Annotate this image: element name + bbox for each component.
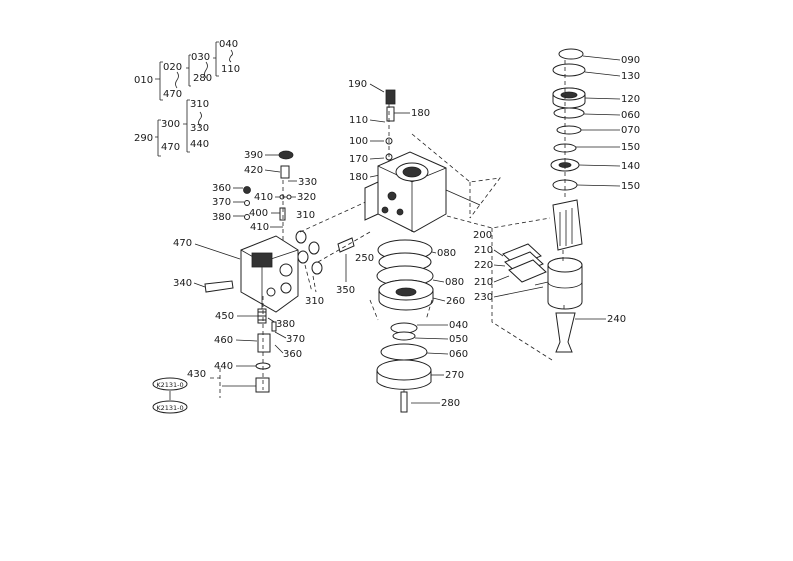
- part-label-280: 280: [193, 73, 212, 84]
- part-label-320: 320: [297, 192, 316, 203]
- part-label-040: 040: [449, 320, 468, 331]
- right-column-parts: 090 130 120 060 070 150 140 150 240: [547, 48, 640, 353]
- part-label-440: 440: [190, 139, 209, 150]
- part-label-360: 360: [212, 183, 231, 194]
- plug-190: [385, 89, 396, 105]
- part-label-070: 070: [621, 125, 640, 136]
- part-label-090: 090: [621, 55, 640, 66]
- part-label-440: 440: [214, 361, 233, 372]
- part-label-340: 340: [173, 278, 192, 289]
- part-label-180: 180: [349, 172, 368, 183]
- bolt-340: [204, 280, 234, 293]
- part-label-150: 150: [621, 142, 640, 153]
- part-label-110: 110: [221, 64, 240, 75]
- part-label-380: 380: [276, 319, 295, 330]
- part-label-150: 150: [621, 181, 640, 192]
- spool-shaft: [552, 199, 583, 251]
- part-label-360: 360: [283, 349, 302, 360]
- part-label-240: 240: [607, 314, 626, 325]
- part-label-250: 250: [355, 253, 374, 264]
- part-label-330: 330: [298, 177, 317, 188]
- part-label-350: 350: [336, 285, 355, 296]
- part-label-080: 080: [445, 277, 464, 288]
- part-label-170: 170: [349, 154, 368, 165]
- ref-stamp-1: [152, 377, 188, 391]
- part-label-420: 420: [244, 165, 263, 176]
- bolt-280: [400, 391, 408, 413]
- part-label-470: 470: [163, 89, 182, 100]
- relief-valve-parts: 390 420 330 360 370 380 410 320 400 310 …: [212, 150, 317, 245]
- part-label-330: 330: [190, 123, 209, 134]
- part-label-040: 040: [219, 39, 238, 50]
- part-label-410: 410: [254, 192, 273, 203]
- part-label-120: 120: [621, 94, 640, 105]
- part-label-460: 460: [214, 335, 233, 346]
- part-label-380: 380: [212, 212, 231, 223]
- part-label-310: 310: [296, 210, 315, 221]
- part-label-400: 400: [249, 208, 268, 219]
- center-assembly: 190 180 110 100 170 180 200 080 250: [348, 79, 501, 413]
- part-label-280: 280: [441, 398, 460, 409]
- plate-060: [380, 343, 428, 361]
- lower-valve-parts: 450 380 370 360 460 440 430 K2131-0 K213…: [152, 296, 305, 414]
- part-label-190: 190: [348, 79, 367, 90]
- drive-shaft-240: [555, 312, 576, 353]
- seal-090: [558, 48, 584, 60]
- part-label-310: 310: [305, 296, 324, 307]
- part-label-410: 410: [250, 222, 269, 233]
- part-label-290: 290: [134, 133, 153, 144]
- assembly-tree: 010 020 030 040 110 280 470 290 300 310 …: [134, 39, 240, 157]
- part-label-370: 370: [212, 197, 231, 208]
- part-label-110: 110: [349, 115, 368, 126]
- part-label-200: 200: [473, 230, 492, 241]
- part-label-260: 260: [446, 296, 465, 307]
- valve-housing: 470 340 310 350: [173, 199, 371, 313]
- part-label-230: 230: [474, 292, 493, 303]
- part-label-270: 270: [445, 370, 464, 381]
- ring-060: [553, 107, 585, 119]
- part-label-450: 450: [215, 311, 234, 322]
- part-label-220: 220: [474, 260, 493, 271]
- part-label-020: 020: [163, 62, 182, 73]
- part-label-140: 140: [621, 161, 640, 172]
- part-label-060: 060: [449, 349, 468, 360]
- ref-stamp-text-2: K2131-0: [156, 404, 183, 412]
- part-label-390: 390: [244, 150, 263, 161]
- part-label-100: 100: [349, 136, 368, 147]
- ref-stamp-2: [152, 400, 188, 414]
- part-label-210: 210: [474, 245, 493, 256]
- cap-part: [278, 150, 294, 160]
- part-label-010: 010: [134, 75, 153, 86]
- plug-part: [280, 165, 290, 179]
- ref-stamp-text-1: K2131-0: [156, 381, 183, 389]
- washer-070: [556, 125, 582, 135]
- part-label-430: 430: [187, 369, 206, 380]
- part-label-310: 310: [190, 99, 209, 110]
- label-plate: [251, 252, 273, 268]
- plug-460: [257, 333, 271, 353]
- spool-parts: 210 220 210 230: [446, 215, 553, 361]
- part-label-300: 300: [161, 119, 180, 130]
- part-label-060: 060: [621, 110, 640, 121]
- part-label-080: 080: [437, 248, 456, 259]
- part-label-210: 210: [474, 277, 493, 288]
- part-label-470: 470: [161, 142, 180, 153]
- part-label-370: 370: [286, 334, 305, 345]
- ball-part: [243, 186, 251, 194]
- spring-450: [257, 308, 267, 324]
- part-label-050: 050: [449, 334, 468, 345]
- part-label-180: 180: [411, 108, 430, 119]
- cap-430: [255, 377, 270, 393]
- part-label-470: 470: [173, 238, 192, 249]
- ring-130: [552, 63, 586, 77]
- part-label-030: 030: [191, 52, 210, 63]
- part-label-130: 130: [621, 71, 640, 82]
